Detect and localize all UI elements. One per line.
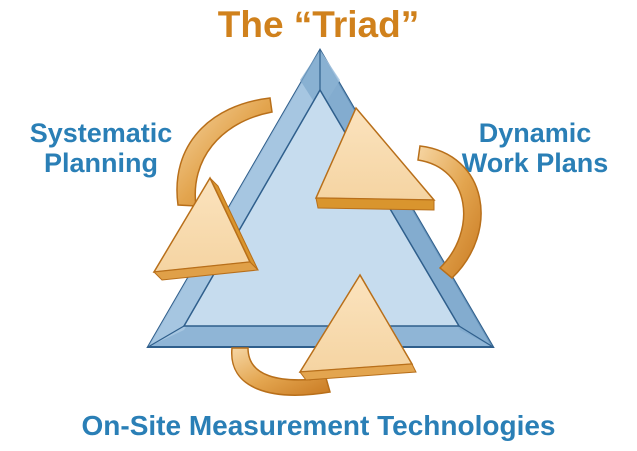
- cycle-arrow-icon: [152, 97, 273, 281]
- label-dynamic-work-plans: Dynamic Work Plans: [440, 118, 630, 178]
- label-dynamic-work-plans-line2: Work Plans: [461, 148, 609, 179]
- label-systematic-planning: Systematic Planning: [6, 118, 196, 178]
- label-on-site-measurement: On-Site Measurement Technologies: [81, 410, 556, 441]
- label-systematic-planning-line1: Systematic: [29, 118, 173, 148]
- label-dynamic-work-plans-line1: Dynamic: [478, 118, 592, 148]
- cycle-arrow-icon: [314, 106, 482, 280]
- cycle-arrow-icon: [231, 273, 417, 396]
- diagram-title: The “Triad”: [217, 4, 420, 45]
- label-systematic-planning-line2: Planning: [44, 148, 158, 179]
